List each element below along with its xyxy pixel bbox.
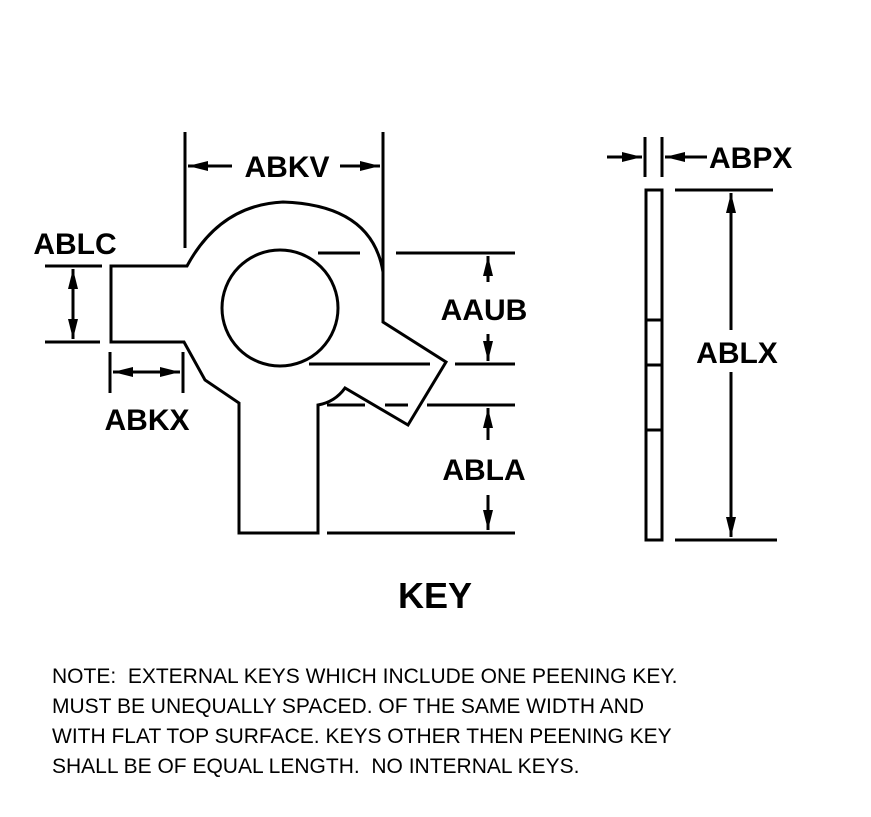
note-line: MUST BE UNEQUALLY SPACED. OF THE SAME WI… <box>52 695 644 718</box>
dim-label-ablx: ABLX <box>696 337 778 370</box>
dim-label-abkv: ABKV <box>244 151 329 184</box>
note-line: NOTE: EXTERNAL KEYS WHICH INCLUDE ONE PE… <box>52 665 678 688</box>
dim-label-abkx: ABKX <box>104 404 189 437</box>
dim-label-abla: ABLA <box>442 454 525 487</box>
key-outline <box>109 200 449 535</box>
note-line: WITH FLAT TOP SURFACE. KEYS OTHER THEN P… <box>52 725 672 748</box>
dim-label-abpx: ABPX <box>709 142 792 175</box>
diagram-title: KEY <box>398 575 472 616</box>
dim-label-ablc: ABLC <box>33 228 116 261</box>
note-block: NOTE: EXTERNAL KEYS WHICH INCLUDE ONE PE… <box>52 662 677 782</box>
dim-label-aaub: AAUB <box>441 294 528 327</box>
note-line: SHALL BE OF EQUAL LENGTH. NO INTERNAL KE… <box>52 755 580 778</box>
key-hole <box>220 248 340 368</box>
